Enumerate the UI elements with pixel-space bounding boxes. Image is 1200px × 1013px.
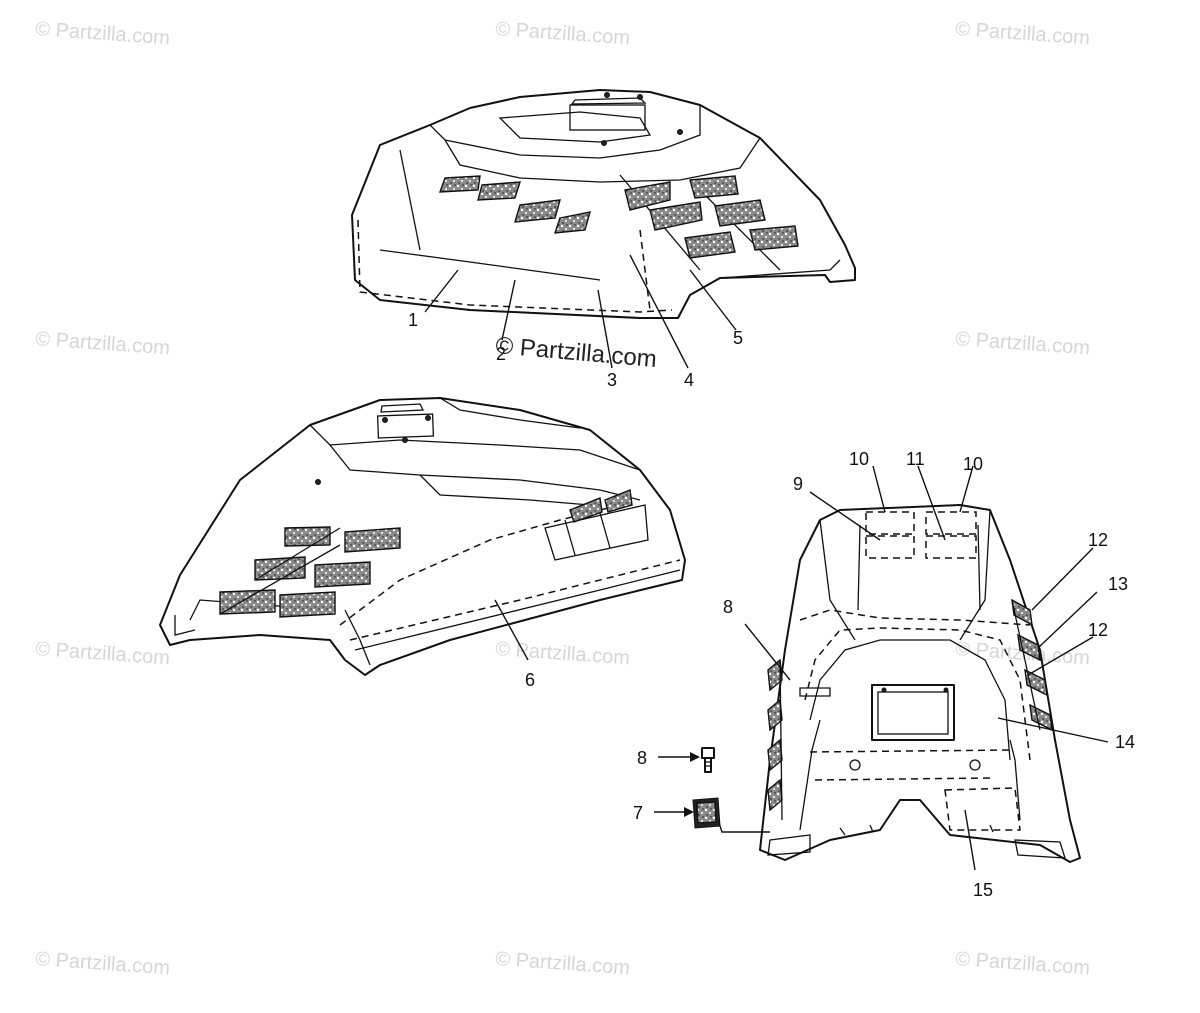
watermark: © Partzilla.com <box>495 18 631 49</box>
callout-10-left: 10 <box>849 449 869 469</box>
hood-underside-view <box>759 504 1081 863</box>
callout-8: 8 <box>723 597 733 617</box>
callout-12-top: 12 <box>1088 530 1108 550</box>
watermark: © Partzilla.com <box>955 948 1091 979</box>
foam-block-part <box>692 797 770 833</box>
callout-3: 3 <box>607 370 617 390</box>
callout-12-bottom: 12 <box>1088 620 1108 640</box>
bolt-part <box>701 747 715 773</box>
callout-13: 13 <box>1108 574 1128 594</box>
watermark: © Partzilla.com <box>495 638 631 669</box>
callout-5: 5 <box>733 328 743 348</box>
callout-8-bolt: 8 <box>637 748 647 768</box>
watermark: © Partzilla.com <box>495 948 631 979</box>
watermark: © Partzilla.com <box>35 328 171 359</box>
callout-11: 11 <box>906 449 925 469</box>
watermark: © Partzilla.com <box>35 638 171 669</box>
callout-1: 1 <box>408 310 418 330</box>
callout-14: 14 <box>1115 732 1135 752</box>
watermark: © Partzilla.com <box>35 948 171 979</box>
center-watermark: © Partzilla.com <box>494 332 657 373</box>
leaders-top <box>424 254 737 369</box>
leaders-right <box>654 465 1109 871</box>
callout-7: 7 <box>633 803 643 823</box>
callout-10-right: 10 <box>963 454 983 474</box>
callout-9: 9 <box>793 474 803 494</box>
callout-6: 6 <box>525 670 535 690</box>
watermark: © Partzilla.com <box>955 328 1091 359</box>
callout-15: 15 <box>973 880 993 900</box>
leader-6 <box>494 599 529 661</box>
watermark: © Partzilla.com <box>35 18 171 49</box>
callout-2: 2 <box>496 344 506 364</box>
watermarks: © Partzilla.com © Partzilla.com © Partzi… <box>35 18 1091 979</box>
hood-top-view <box>351 89 856 319</box>
callout-4: 4 <box>684 370 694 390</box>
watermark: © Partzilla.com <box>955 18 1091 49</box>
hood-front-view <box>159 397 686 676</box>
